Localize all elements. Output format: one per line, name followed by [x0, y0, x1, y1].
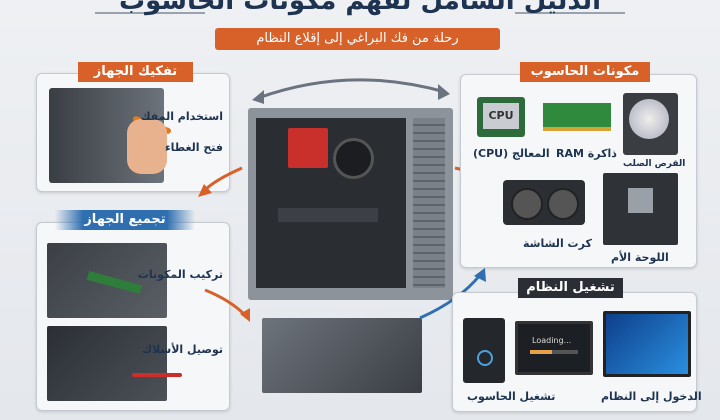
- fan-icon: [511, 188, 543, 220]
- arrow-head-right: [438, 84, 450, 100]
- step-open-cover: فتح الغطاء: [164, 141, 223, 154]
- page-title: الدليل الشامل لفهم مكونات الحاسوب: [118, 0, 602, 16]
- power-icon: [477, 350, 493, 366]
- connect-cables-image: [47, 326, 167, 401]
- step-connect-cables: توصيل الأسلاك: [141, 343, 223, 356]
- assembly-panel: تركيب المكونات توصيل الأسلاك: [36, 222, 230, 411]
- step-use-screwdriver: استخدام المفك: [140, 110, 223, 123]
- pc-tower-icon: [463, 318, 505, 383]
- title-rule-left: [95, 12, 205, 14]
- loading-text: Loading...: [532, 336, 572, 345]
- motherboard-part: [288, 128, 328, 168]
- case-interior: [256, 118, 406, 288]
- hard-drive-icon: [623, 93, 678, 155]
- cable-icon: [132, 373, 182, 377]
- loading-monitor: Loading...: [515, 321, 593, 375]
- arrow-to-disassembly: [203, 166, 243, 192]
- subtitle-banner: رحلة من فك البراغي إلى إقلاع النظام: [215, 28, 500, 50]
- ram-icon: [543, 103, 611, 131]
- label-login: الدخول إلى النظام: [601, 390, 702, 403]
- arrow-to-assembly: [204, 288, 247, 317]
- loading-bar: [530, 350, 578, 354]
- cpu-icon: CPU: [477, 97, 525, 137]
- cpu-chip-label: CPU: [483, 103, 519, 129]
- cable-connecting-image: [262, 318, 422, 393]
- open-pc-case-image: [248, 108, 453, 300]
- disassembly-panel: استخدام المفك فتح الغطاء: [36, 73, 230, 192]
- label-cpu: المعالج (CPU): [473, 147, 550, 160]
- socket: [628, 188, 653, 213]
- drive-bays: [413, 118, 445, 288]
- boot-title: تشغيل النظام: [518, 278, 623, 298]
- step-install-components: تركيب المكونات: [137, 268, 223, 281]
- desktop-monitor: [603, 311, 691, 377]
- title-rule-right: [515, 12, 625, 14]
- components-panel: CPU المعالج (CPU) ذاكرة RAM القرص الصلب …: [460, 74, 697, 268]
- label-motherboard: اللوحة الأم: [611, 251, 669, 264]
- assembly-title: تجميع الجهاز: [55, 210, 195, 230]
- fan-icon: [547, 188, 579, 220]
- platter: [629, 99, 669, 139]
- gpu-part: [278, 208, 378, 222]
- arrow-head-left: [252, 90, 264, 104]
- double-arrow-top: [257, 78, 446, 100]
- gpu-icon: [503, 180, 585, 225]
- label-power-on: تشغيل الحاسوب: [467, 390, 556, 403]
- motherboard-icon: [603, 173, 678, 245]
- label-ram: ذاكرة RAM: [556, 147, 617, 160]
- hand-image: [127, 119, 167, 174]
- components-title: مكونات الحاسوب: [520, 62, 650, 82]
- label-hdd: القرص الصلب: [623, 159, 686, 169]
- disassembly-title: تفكيك الجهاز: [78, 62, 193, 82]
- boot-panel: Loading... تشغيل الحاسوب الدخول إلى النظ…: [452, 292, 702, 412]
- label-gpu: كرت الشاشة: [523, 237, 592, 250]
- cpu-fan-icon: [333, 138, 374, 179]
